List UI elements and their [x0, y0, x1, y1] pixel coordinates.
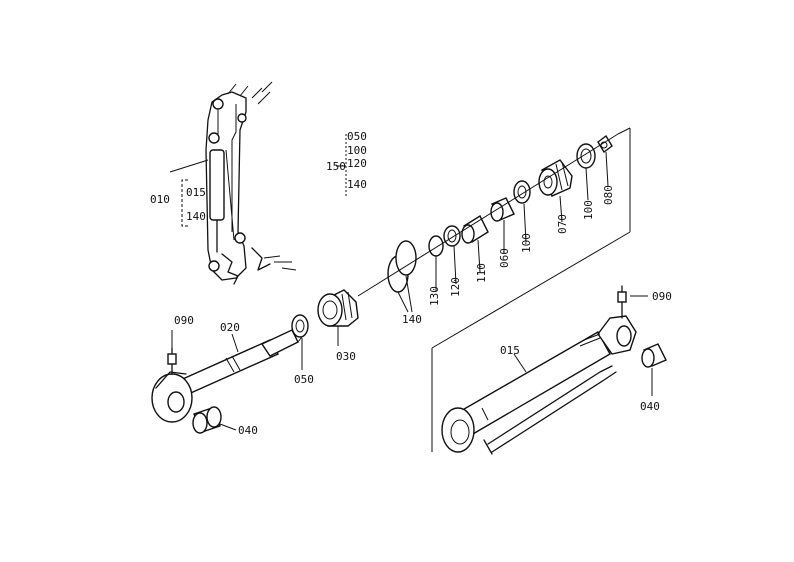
label-140-inset: 140 — [186, 210, 206, 223]
gland-part-030 — [317, 289, 359, 346]
bushing-part-040-left — [192, 406, 237, 434]
ring-part-130 — [428, 235, 444, 292]
piston-rod-part-020 — [151, 325, 305, 423]
label-120-stack: 120 — [347, 157, 367, 170]
stack-callout-group — [336, 134, 347, 196]
label-030: 030 — [336, 350, 356, 363]
sleeve-part-110 — [461, 214, 489, 273]
label-090-left: 090 — [174, 314, 194, 327]
label-060: 060 — [498, 248, 511, 268]
label-040-left: 040 — [238, 424, 258, 437]
label-150-stack: 150 — [326, 160, 346, 173]
label-040-right: 040 — [640, 400, 660, 413]
inset-bracket — [181, 179, 188, 227]
label-100-b: 100 — [582, 200, 595, 220]
label-015-main: 015 — [500, 344, 520, 357]
label-050-stack: 050 — [347, 130, 367, 143]
label-120: 120 — [449, 277, 462, 297]
ring-part-100-b — [576, 143, 596, 201]
exploded-view-frame — [357, 127, 631, 452]
label-015-inset: 015 — [186, 186, 206, 199]
seal-part-050-left — [291, 314, 309, 370]
nut-part-080 — [597, 134, 613, 187]
bushing-part-040-right — [641, 343, 667, 396]
piston-part-070 — [538, 159, 573, 223]
label-100-a: 100 — [520, 233, 533, 253]
label-110: 110 — [475, 263, 488, 283]
label-140-seal: 140 — [402, 313, 422, 326]
label-100-stack: 100 — [347, 144, 367, 157]
label-010: 010 — [150, 193, 170, 206]
label-050-left: 050 — [294, 373, 314, 386]
ring-part-100-a — [513, 180, 531, 243]
label-140-stack: 140 — [347, 178, 367, 191]
label-090-right: 090 — [652, 290, 672, 303]
ring-part-120 — [443, 225, 461, 285]
cylinder-tube-part-015 — [441, 285, 648, 455]
inset-arm-drawing — [169, 81, 297, 285]
oring-part-140 — [387, 240, 417, 313]
label-020: 020 — [220, 321, 240, 334]
label-130: 130 — [428, 286, 441, 306]
label-070: 070 — [556, 214, 569, 234]
label-080: 080 — [602, 185, 615, 205]
